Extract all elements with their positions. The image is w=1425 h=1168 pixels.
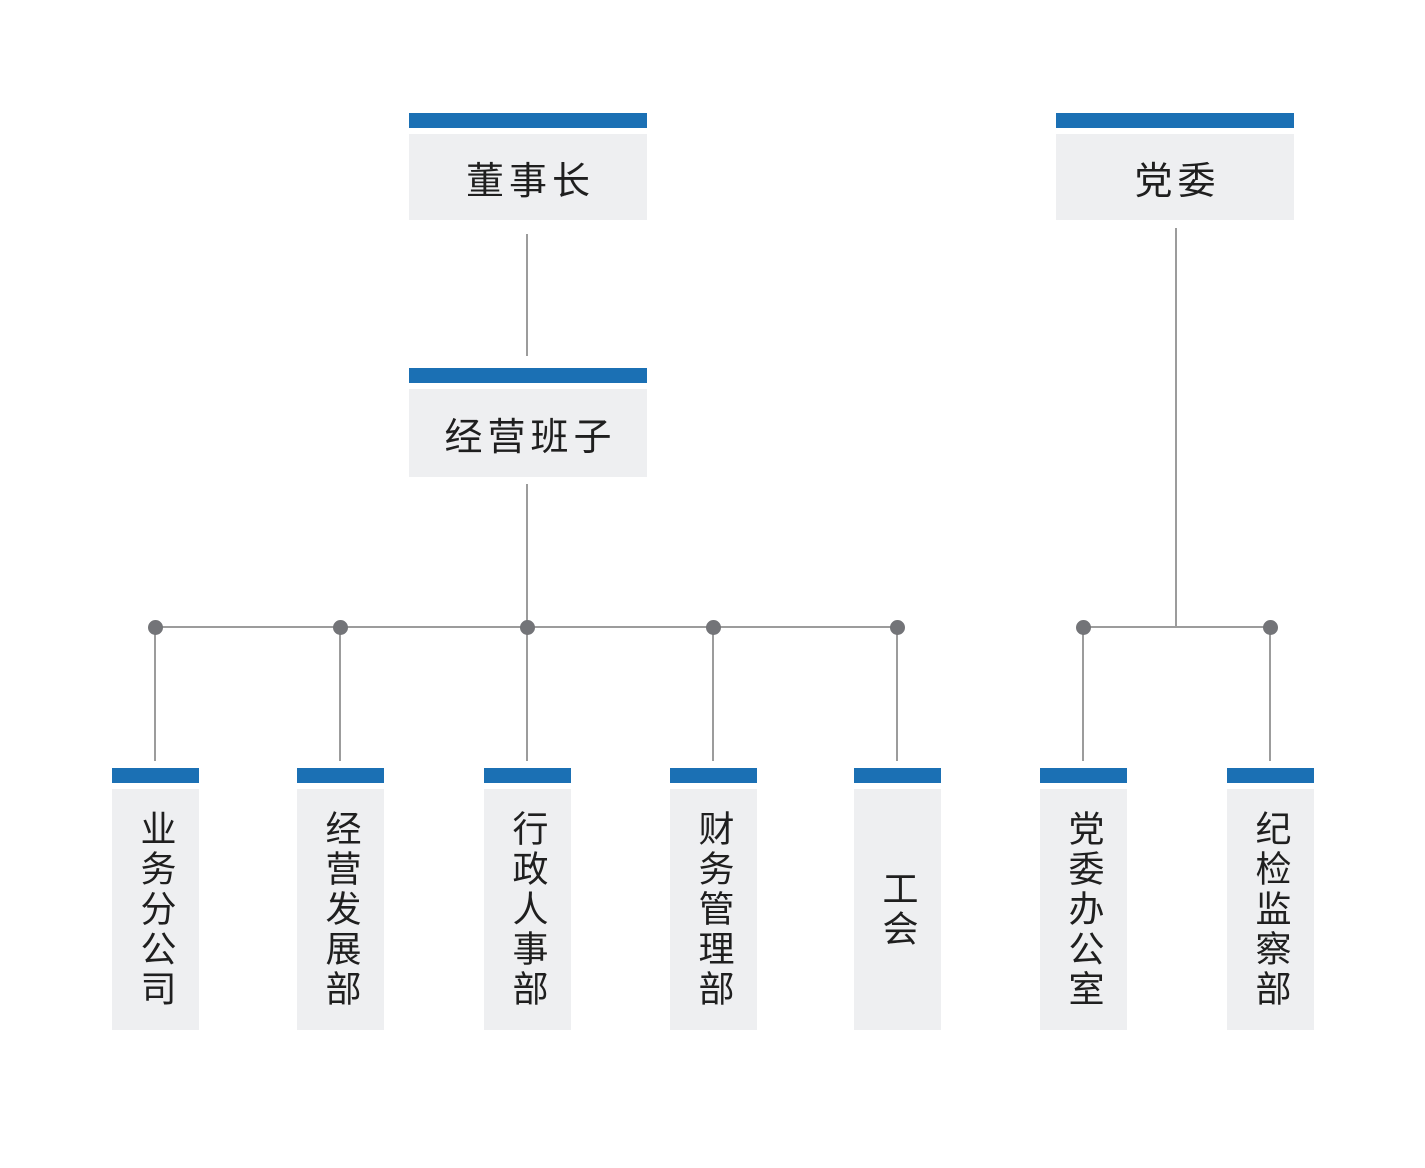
org-node-department: 工会: [854, 768, 941, 1030]
node-accent-bar: [670, 768, 757, 783]
connector-line: [1083, 626, 1271, 628]
junction-dot: [1263, 620, 1278, 635]
node-accent-bar: [112, 768, 199, 783]
node-accent-bar: [1227, 768, 1314, 783]
org-node-department: 行政人事部: [484, 768, 571, 1030]
node-label: 党委办公室: [1063, 809, 1105, 1010]
node-accent-bar: [297, 768, 384, 783]
node-label: 行政人事部: [507, 809, 549, 1010]
node-label: 经营发展部: [320, 809, 362, 1010]
connector-line: [526, 484, 528, 627]
org-node-department: 业务分公司: [112, 768, 199, 1030]
connector-line: [1175, 228, 1177, 627]
org-node-department: 纪检监察部: [1227, 768, 1314, 1030]
connector-line: [526, 627, 528, 761]
node-accent-bar: [1040, 768, 1127, 783]
junction-dot: [706, 620, 721, 635]
org-node-management-team: 经营班子: [409, 368, 647, 477]
connector-line: [896, 627, 898, 761]
node-accent-bar: [1056, 113, 1294, 128]
node-label: 业务分公司: [135, 809, 177, 1010]
node-label: 财务管理部: [693, 809, 735, 1010]
connector-line: [154, 627, 156, 761]
node-label: 纪检监察部: [1250, 809, 1292, 1010]
org-node-department: 党委办公室: [1040, 768, 1127, 1030]
junction-dot: [890, 620, 905, 635]
connector-line: [1269, 627, 1271, 761]
org-node-chairman: 董事长: [409, 113, 647, 220]
connector-line: [1082, 627, 1084, 761]
node-accent-bar: [409, 113, 647, 128]
connector-line: [712, 627, 714, 761]
node-label: 董事长: [465, 160, 595, 203]
junction-dot: [520, 620, 535, 635]
node-accent-bar: [484, 768, 571, 783]
junction-dot: [1076, 620, 1091, 635]
node-accent-bar: [409, 368, 647, 383]
node-label: 经营班子: [444, 416, 617, 459]
connector-line: [339, 627, 341, 761]
junction-dot: [333, 620, 348, 635]
org-node-department: 财务管理部: [670, 768, 757, 1030]
org-node-department: 经营发展部: [297, 768, 384, 1030]
node-label: 工会: [877, 869, 919, 950]
junction-dot: [148, 620, 163, 635]
org-node-party-committee: 党委: [1056, 113, 1294, 220]
connector-line: [526, 234, 528, 356]
node-label: 党委: [1134, 160, 1221, 203]
node-accent-bar: [854, 768, 941, 783]
